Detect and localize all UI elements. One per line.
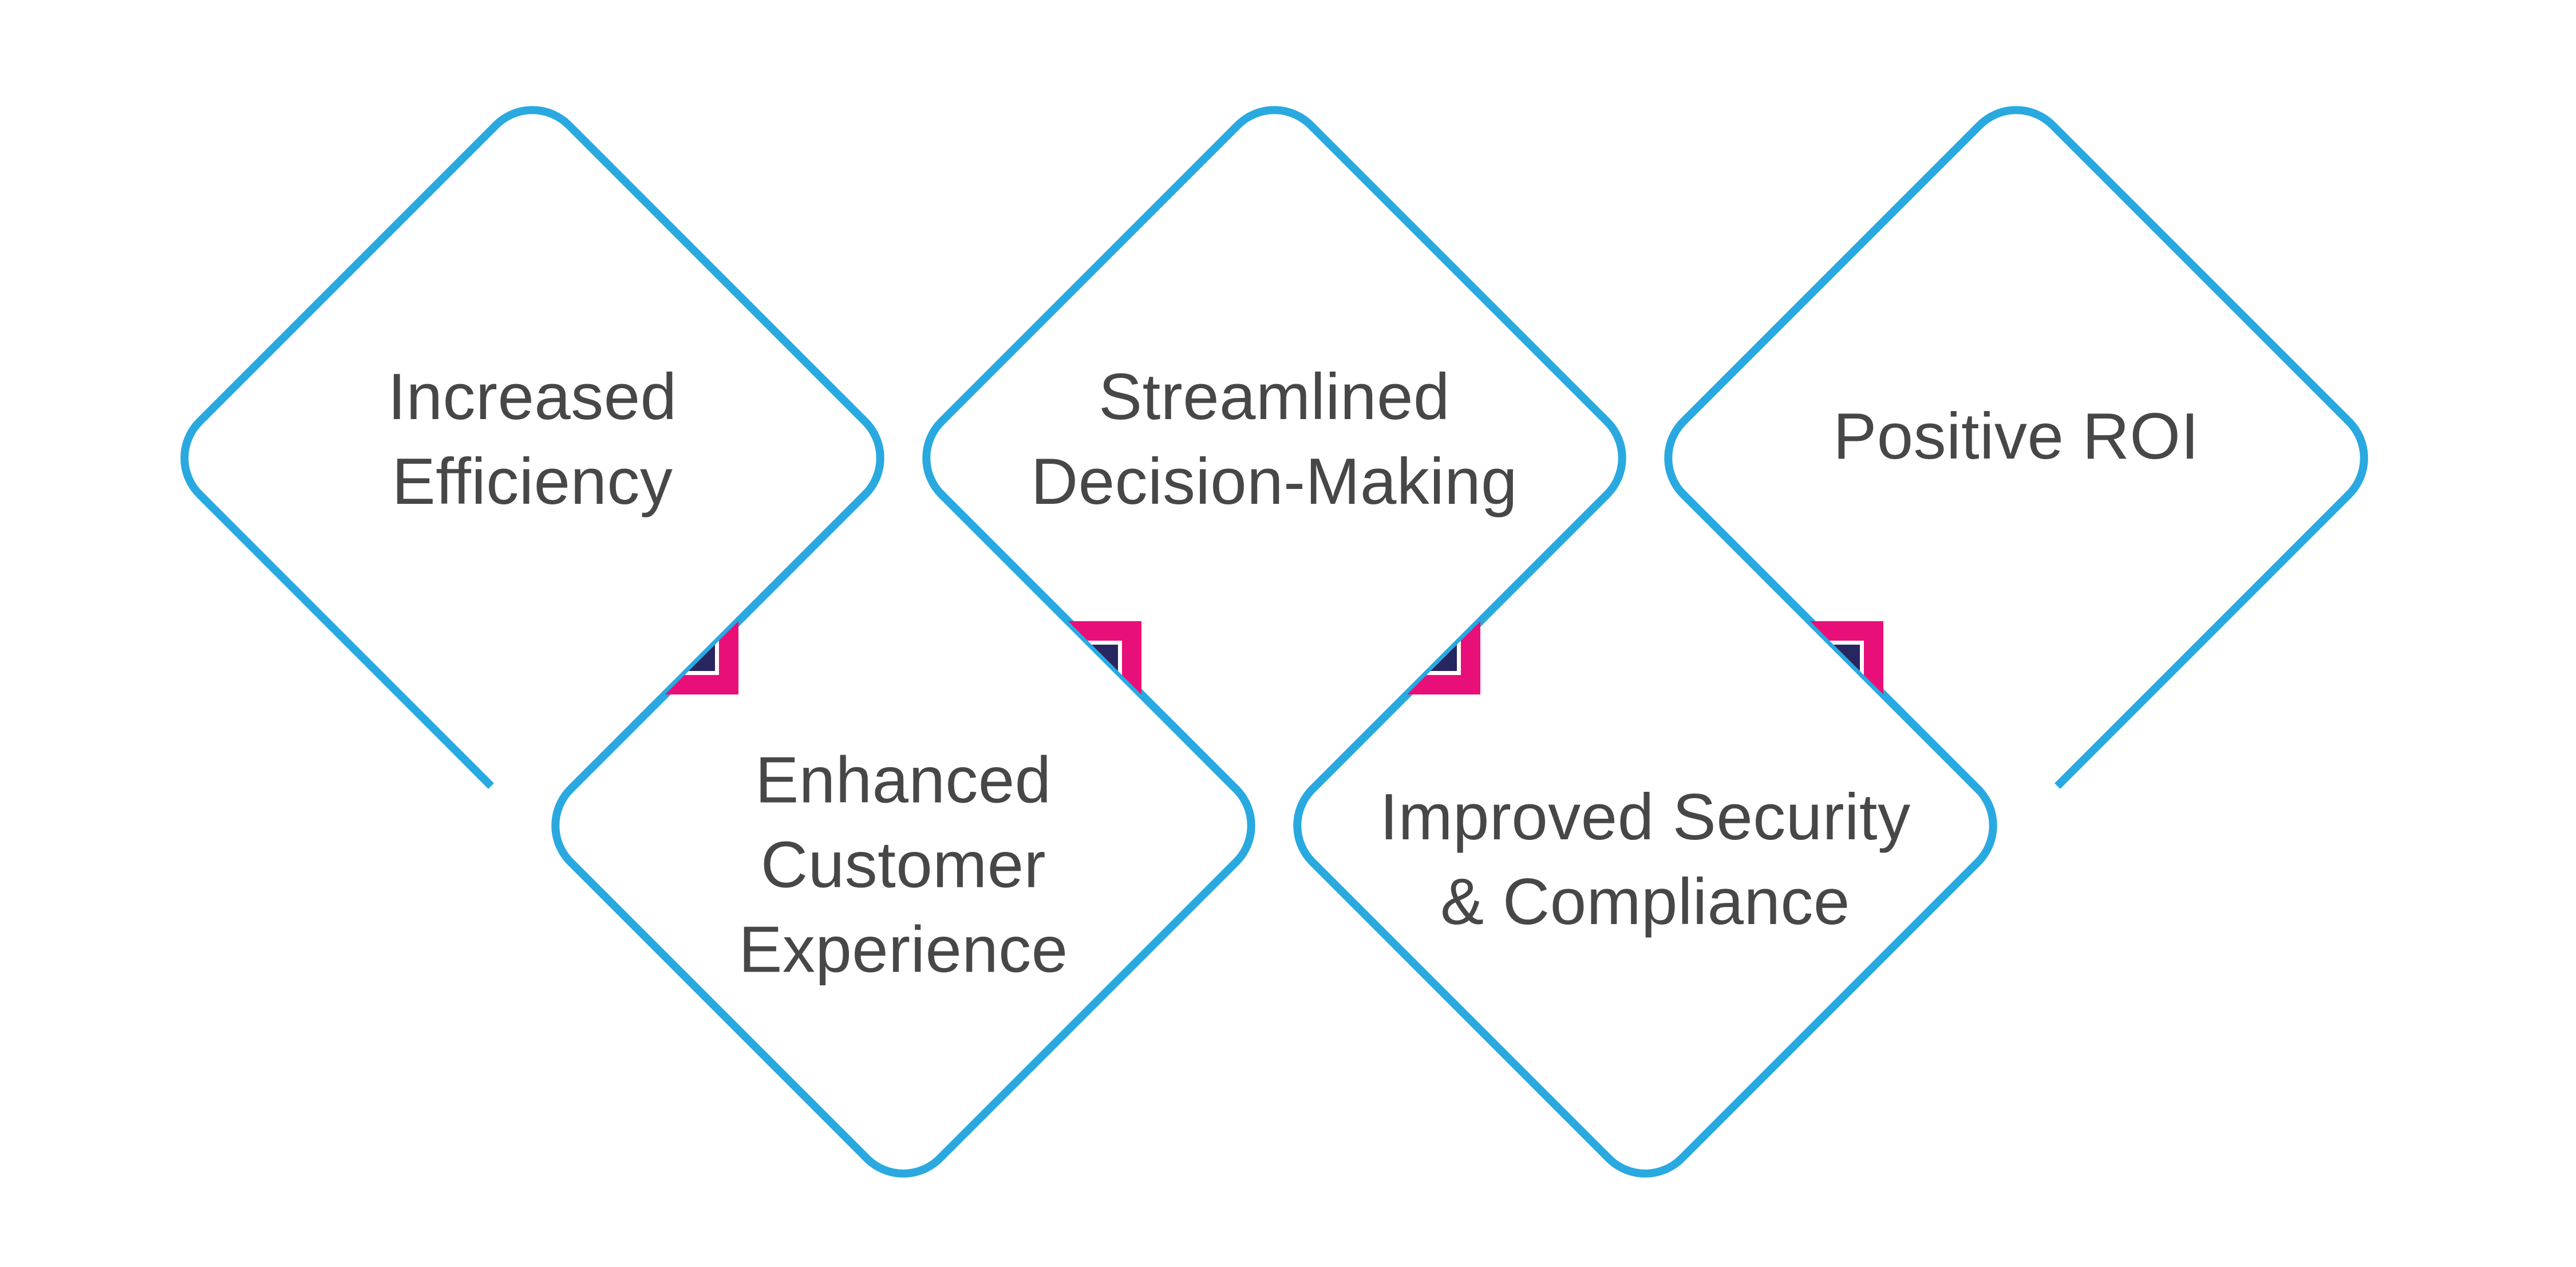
label-line: Positive ROI	[1833, 400, 2199, 473]
label-line: Experience	[738, 914, 1068, 987]
label-line: Customer	[760, 828, 1046, 902]
label-line: Enhanced	[755, 744, 1052, 817]
diamond-enhanced-customer-experience	[551, 490, 1255, 1178]
node-label-improved-security-compliance: Improved Security & Compliance	[1380, 775, 1910, 945]
diamond-increased-efficiency	[180, 106, 884, 794]
diamond-streamlined-decision-making	[922, 106, 1626, 794]
corner-marker-icon	[1407, 621, 1480, 694]
corner-marker-icon	[1810, 621, 1883, 694]
node-label-positive-roi: Positive ROI	[1833, 394, 2199, 479]
label-line: Increased	[388, 360, 677, 433]
diamond-outline	[1293, 490, 1997, 1178]
diamond-positive-roi	[1664, 106, 2368, 794]
diamond-outline	[551, 490, 1255, 1178]
diamond-outline	[1664, 106, 2368, 794]
node-label-enhanced-customer-experience: Enhanced Customer Experience	[738, 739, 1068, 993]
node-label-increased-efficiency: Increased Efficiency	[388, 355, 677, 524]
diamond-outline	[922, 106, 1626, 794]
label-line: Streamlined	[1099, 360, 1450, 433]
corner-marker-icon	[1068, 621, 1141, 694]
diamond-outline	[180, 106, 884, 794]
corner-marker-icon	[665, 621, 738, 694]
label-line: Efficiency	[392, 445, 673, 518]
diamond-improved-security-compliance	[1293, 490, 1997, 1178]
label-line: & Compliance	[1440, 866, 1850, 938]
label-line: Improved Security	[1380, 780, 1911, 854]
label-line: Decision-Making	[1030, 445, 1518, 518]
node-label-streamlined-decision-making: Streamlined Decision-Making	[1031, 355, 1518, 524]
